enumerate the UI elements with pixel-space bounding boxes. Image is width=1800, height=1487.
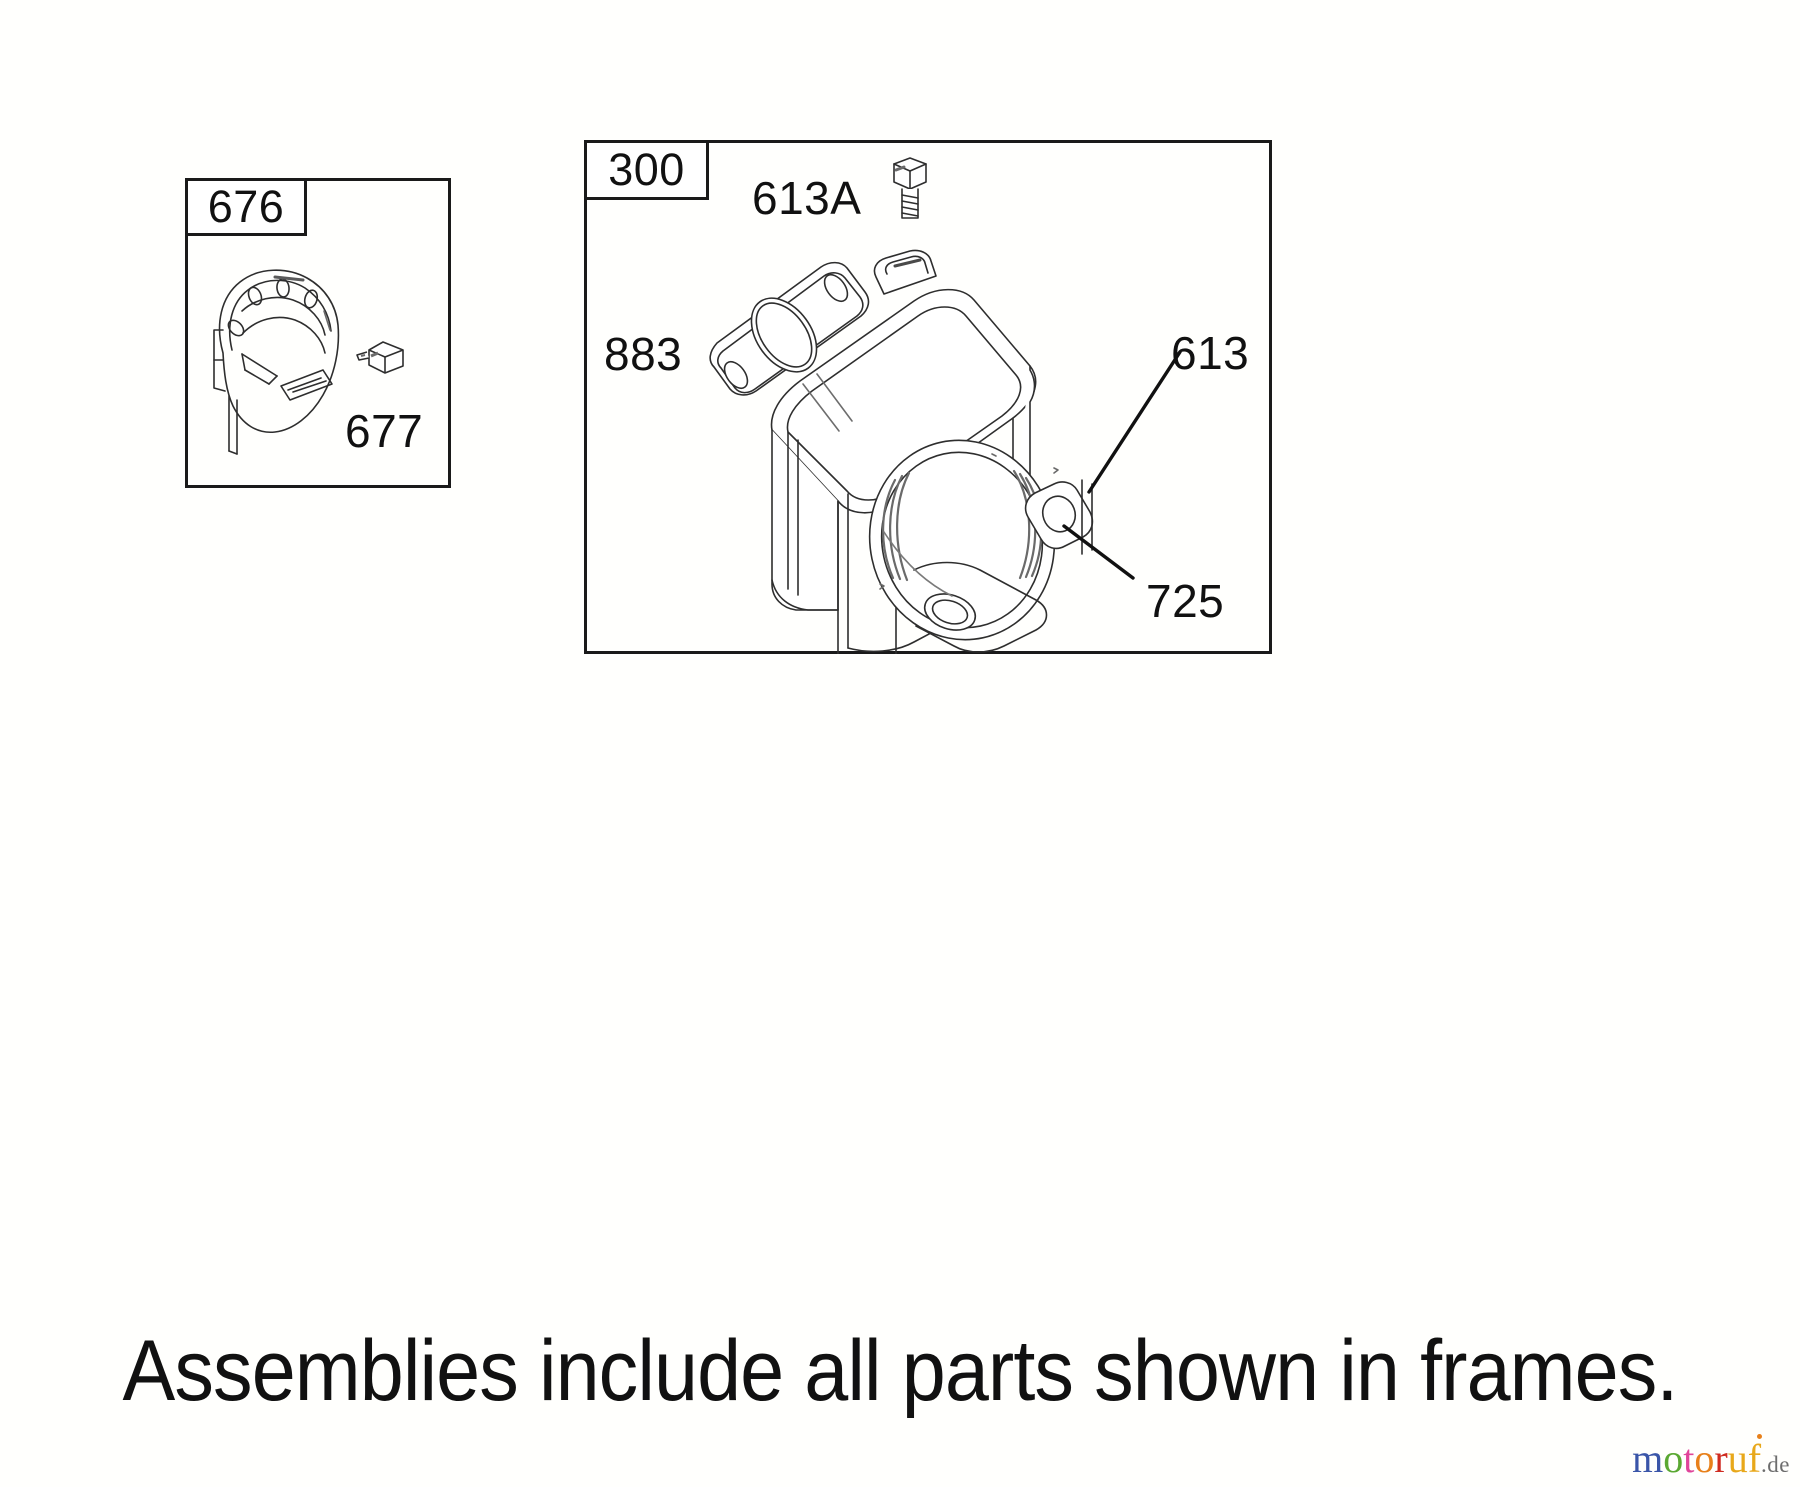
watermark-letter-t: t [1683, 1436, 1695, 1481]
callout-613: 613 [1171, 327, 1250, 379]
watermark-letter-o2: o [1694, 1436, 1715, 1481]
frame-300: 300 [584, 140, 1272, 654]
watermark-letter-o1: o [1663, 1436, 1684, 1481]
watermark-accent-dot [1757, 1434, 1763, 1439]
motoruf-watermark: motoruf.de [1632, 1434, 1790, 1481]
frame-tag-300: 300 [584, 140, 709, 200]
frame-676: 676 [185, 178, 451, 488]
watermark-tld: .de [1761, 1452, 1790, 1477]
callout-883: 883 [604, 328, 683, 380]
watermark-letter-r: r [1714, 1436, 1728, 1481]
callout-613a: 613A [752, 172, 862, 224]
diagram-caption: Assemblies include all parts shown in fr… [122, 1323, 1679, 1419]
callout-725: 725 [1146, 575, 1225, 627]
frame-tag-676: 676 [185, 178, 307, 236]
watermark-letter-f: f [1747, 1434, 1763, 1481]
watermark-letter-m: m [1632, 1436, 1664, 1481]
watermark-letter-u: u [1727, 1436, 1748, 1481]
callout-677: 677 [345, 405, 424, 457]
